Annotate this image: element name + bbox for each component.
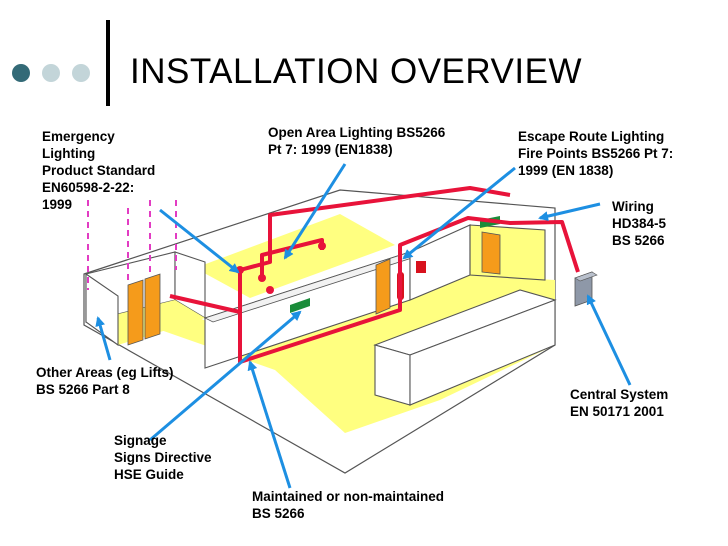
right-room-wall [469,224,546,281]
wiring-lift-branch [169,294,241,314]
label-other-areas: Other Areas (eg Lifts)BS 5266 Part 8 [36,365,174,397]
arrow-open-area [283,163,347,260]
arrow-other-areas [95,316,112,361]
title-divider [106,20,110,106]
fire-alarm-box [416,261,426,273]
wiring-main-loop [238,216,580,364]
page-title: INSTALLATION OVERVIEW [130,52,582,91]
room-right-floor [470,225,545,280]
arrow-signage [149,310,302,442]
front-room-front [374,344,411,406]
arrow-central [586,294,632,386]
arrow-emergency [159,208,240,274]
bullet-dot-dark [12,64,30,82]
arrow-maintained [247,360,292,489]
open-area-floor [195,214,395,298]
arrow-wiring [538,202,601,222]
bullet-dot-light-2 [72,64,90,82]
right-room-door [481,231,501,275]
left-room-front-wall [85,272,119,347]
bullet-dot-light-1 [42,64,60,82]
exit-sign-corridor [290,298,310,313]
arrow-escape [402,166,516,260]
lift-door-left [127,279,144,346]
lift-door-right [144,273,161,340]
partition-door [375,258,391,315]
front-room-side [409,299,556,406]
